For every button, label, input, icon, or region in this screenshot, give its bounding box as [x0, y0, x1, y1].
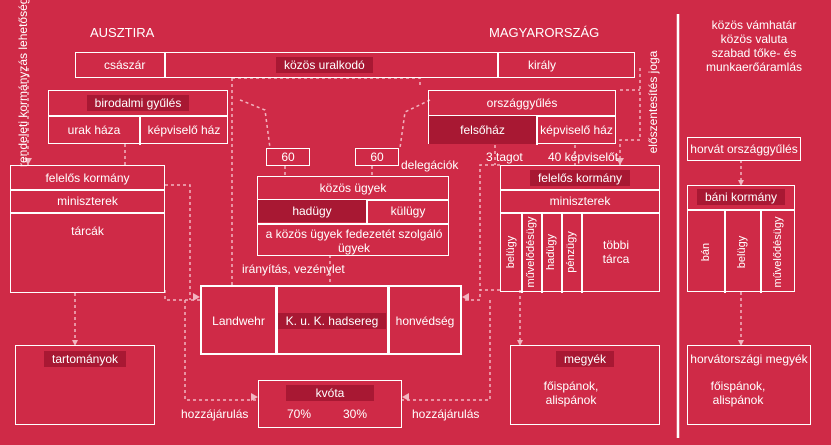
- ban-gov-box: báni kormány bán belügy művelődésügy: [687, 185, 795, 293]
- common-ruler-label: közös uralkodó: [276, 57, 373, 73]
- croatia-note-2: szabad tőke- és: [711, 46, 797, 60]
- croatia-note-0: közös vámhatár: [711, 18, 797, 32]
- upper-house-austria: urak háza: [67, 123, 121, 137]
- finance-affairs: a közös ügyek fedezetét szolgáló ügyek: [265, 227, 443, 255]
- delegation-members-upper: 3 tagot: [486, 150, 523, 164]
- foreign-affairs: külügy: [390, 204, 426, 218]
- hungarian-gov-title: felelős kormány: [529, 170, 631, 186]
- hungarian-gov-box: felelős kormány miniszterek belügy művel…: [500, 165, 660, 293]
- austrian-ministers: miniszterek: [57, 194, 118, 208]
- war-affairs: hadügy: [292, 204, 332, 218]
- hungarian-portfolio-interior: belügy: [505, 235, 517, 269]
- provinces-title: tartományok: [43, 351, 127, 367]
- contribution-right: hozzájárulás: [412, 407, 480, 421]
- hungarian-portfolio-culture: művelődésügy: [525, 216, 537, 288]
- quota-title: kvóta: [285, 385, 375, 401]
- croatian-portfolio-ban: bán: [700, 242, 712, 262]
- parliament-title: országgyűlés: [486, 96, 558, 110]
- command-label: irányítás, vezénylet: [242, 262, 345, 276]
- landwehr: Landwehr: [212, 314, 265, 328]
- delegation-austria: 60: [266, 148, 310, 166]
- austrian-gov-box: felelős kormány miniszterek tárcák: [10, 165, 165, 293]
- common-affairs-title: közös ügyek: [319, 181, 387, 195]
- side-label-right: előszentesítés joga: [646, 50, 660, 154]
- contribution-left: hozzájárulás: [181, 407, 249, 421]
- emperor-label: császár: [104, 58, 146, 72]
- quota-box: kvóta 70% 30%: [258, 380, 402, 428]
- counties-title: megyék: [555, 351, 615, 367]
- common-affairs-box: közös ügyek hadügy külügy a közös ügyek …: [257, 176, 449, 256]
- reichsrat-title: birodalmi gyűlés: [86, 95, 190, 111]
- austrian-gov-title: felelős kormány: [45, 171, 130, 185]
- header-hungary: MAGYARORSZÁG: [489, 25, 600, 40]
- king-label: király: [528, 58, 557, 72]
- austrian-portfolios: tárcák: [71, 224, 104, 238]
- croatian-parliament-box: horvát országgyűlés: [687, 137, 801, 161]
- lower-house-austria: képviselő ház: [147, 123, 221, 137]
- croatian-counties-box: horvátországi megyék főispánok, alispáno…: [687, 345, 811, 425]
- hungarian-ministers: miniszterek: [549, 194, 611, 208]
- hungarian-portfolio-finance: pénzügy: [565, 231, 577, 273]
- hungarian-other-portfolios: többi tárca: [602, 238, 630, 266]
- provinces-box: tartományok: [15, 345, 155, 425]
- side-label-left: rendeleti kormányzás lehetősége: [16, 0, 30, 167]
- ban-gov-title: báni kormány: [696, 189, 786, 205]
- armed-forces-box: Landwehr K. u. K. hadsereg honvédség: [200, 285, 462, 355]
- honved: honvédség: [395, 314, 455, 328]
- croatian-portfolio-culture: művelődésügy: [772, 216, 784, 288]
- ruler-row: császár közös uralkodó király: [75, 52, 635, 78]
- delegation-hungary: 60: [355, 148, 399, 166]
- header-austria: AUSZTIRA: [90, 25, 155, 40]
- hungarian-portfolio-war: hadügy: [545, 233, 557, 271]
- delegation-members-lower: 40 képviselőt: [548, 150, 619, 164]
- croatian-parliament-title: horvát országgyűlés: [690, 142, 798, 156]
- counties-box: megyék főispánok, alispánok: [510, 345, 660, 425]
- quota-hungary-share: 30%: [343, 407, 368, 421]
- parliament-box: országgyűlés felsőház képviselő ház: [428, 90, 616, 145]
- lower-house-hungary: képviselő ház: [540, 123, 613, 137]
- quota-austria-share: 70%: [287, 407, 312, 421]
- croatian-counties-title: horvátországi megyék: [690, 352, 808, 366]
- croatia-note-3: munkaerőáramlás: [705, 60, 803, 74]
- croatian-portfolio-interior: belügy: [736, 235, 748, 269]
- upper-house-hungary: felsőház: [460, 123, 505, 137]
- counties-officials: főispánok, alispánok: [543, 379, 599, 407]
- croatia-note-1: közös valuta: [720, 32, 788, 46]
- delegations-label: delegációk: [401, 158, 459, 172]
- croatian-counties-officials: főispánok, alispánok: [710, 379, 766, 407]
- reichsrat-box: birodalmi gyűlés urak háza képviselő ház: [48, 90, 228, 145]
- imperial-army: K. u. K. hadsereg: [277, 313, 387, 329]
